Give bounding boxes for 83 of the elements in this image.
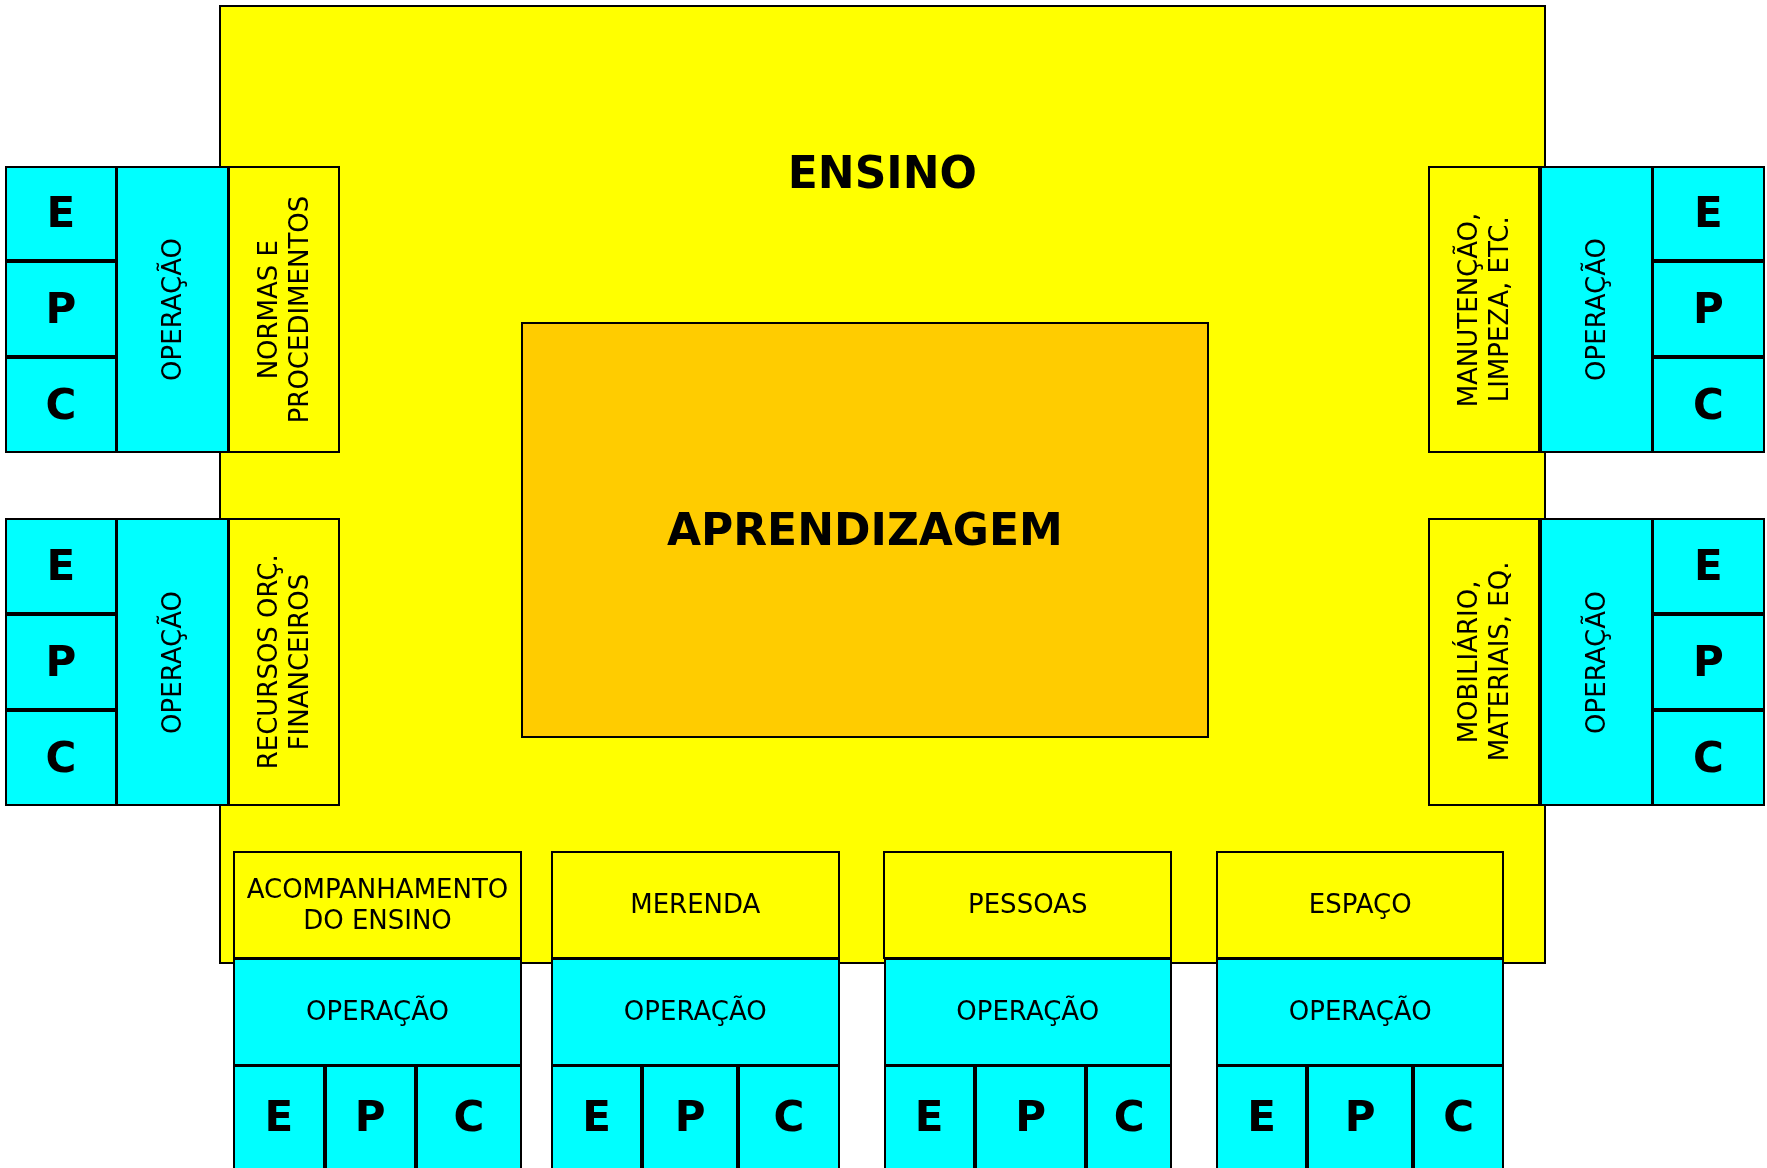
topic-box — [227, 518, 341, 806]
letter-cell — [1215, 1064, 1308, 1168]
letter-label: E — [46, 188, 76, 239]
letter-label: C — [45, 379, 77, 431]
topic-box — [551, 850, 840, 959]
operation-label: OPERAÇÃO — [1581, 237, 1613, 381]
letter-label: C — [1113, 1092, 1145, 1143]
letter-cell — [738, 1064, 840, 1168]
operation-box — [1215, 957, 1505, 1067]
topic-label: PESSOAS — [968, 889, 1088, 921]
operation-label: OPERAÇÃO — [956, 996, 1100, 1028]
panel-title: ENSINO — [787, 146, 977, 200]
letter-label: E — [914, 1092, 944, 1143]
letter-label: P — [354, 1092, 386, 1143]
letter-cell — [1652, 614, 1765, 710]
topic-label: MOBILIÁRIO, MATERIAIS, EQ. — [1452, 561, 1516, 764]
letter-label: C — [1692, 732, 1724, 784]
letter-cell — [233, 1064, 325, 1168]
letter-cell — [1307, 1064, 1414, 1168]
operation-box — [551, 957, 840, 1067]
operation-label: OPERAÇÃO — [306, 996, 449, 1028]
letter-label: C — [453, 1092, 485, 1143]
topic-label: ESPAÇO — [1308, 889, 1412, 921]
letter-label: E — [1247, 1092, 1276, 1143]
letter-cell — [1652, 709, 1765, 806]
letter-label: E — [46, 541, 76, 592]
operation-label: OPERAÇÃO — [156, 590, 188, 734]
letter-cell — [4, 614, 118, 710]
letter-label: P — [1693, 636, 1724, 688]
letter-label: P — [1344, 1092, 1376, 1143]
letter-cell — [4, 518, 118, 615]
letter-label: E — [582, 1092, 612, 1143]
topic-box — [883, 850, 1172, 959]
topic-box — [1427, 165, 1541, 453]
letter-cell — [4, 709, 118, 806]
letter-label: P — [1693, 284, 1724, 335]
letter-label: E — [1694, 188, 1723, 239]
letter-cell — [4, 357, 118, 453]
letter-cell — [1086, 1064, 1172, 1168]
letter-cell — [4, 261, 118, 358]
letter-cell — [1652, 261, 1765, 358]
letter-label: P — [1015, 1092, 1046, 1143]
letter-cell — [974, 1064, 1087, 1168]
topic-label: MERENDA — [630, 889, 761, 921]
letter-label: C — [773, 1092, 805, 1143]
letter-label: P — [45, 284, 77, 335]
operation-box — [1540, 165, 1654, 453]
topic-box — [1215, 850, 1505, 959]
letter-cell — [1652, 357, 1765, 453]
operation-box — [883, 957, 1172, 1067]
letter-label: C — [45, 732, 77, 784]
operation-box — [233, 957, 522, 1067]
letter-label: E — [1694, 541, 1723, 592]
center-box — [520, 322, 1210, 739]
topic-label: NORMAS E PROCEDIMENTOS — [252, 194, 315, 426]
letter-label: P — [45, 636, 77, 688]
center-title: APRENDIZAGEM — [666, 503, 1063, 557]
operation-box — [116, 518, 229, 806]
letter-cell — [324, 1064, 416, 1168]
operation-label: OPERAÇÃO — [623, 996, 767, 1028]
letter-cell — [1652, 165, 1765, 262]
operation-box — [116, 165, 229, 453]
topic-label: RECURSOS ORÇ. FINANCEIROS — [252, 553, 315, 772]
topic-label: ACOMPANHAMENTO DO ENSINO — [245, 873, 510, 937]
topic-box — [1427, 518, 1541, 806]
letter-label: P — [674, 1092, 706, 1143]
topic-label: MANUTENÇÃO, LIMPEZA, ETC. — [1452, 211, 1516, 409]
letter-cell — [883, 1064, 975, 1168]
letter-cell — [551, 1064, 643, 1168]
letter-cell — [1652, 518, 1765, 615]
letter-cell — [415, 1064, 522, 1168]
operation-label: OPERAÇÃO — [1581, 590, 1613, 734]
letter-cell — [1413, 1064, 1505, 1168]
topic-box — [233, 850, 522, 959]
letter-label: C — [1443, 1092, 1475, 1143]
operation-box — [1540, 518, 1654, 806]
letter-cell — [642, 1064, 739, 1168]
operation-label: OPERAÇÃO — [1288, 996, 1432, 1028]
letter-label: C — [1692, 379, 1724, 431]
topic-box — [227, 165, 341, 453]
operation-label: OPERAÇÃO — [156, 237, 188, 381]
letter-cell — [4, 165, 118, 262]
letter-label: E — [264, 1092, 294, 1143]
